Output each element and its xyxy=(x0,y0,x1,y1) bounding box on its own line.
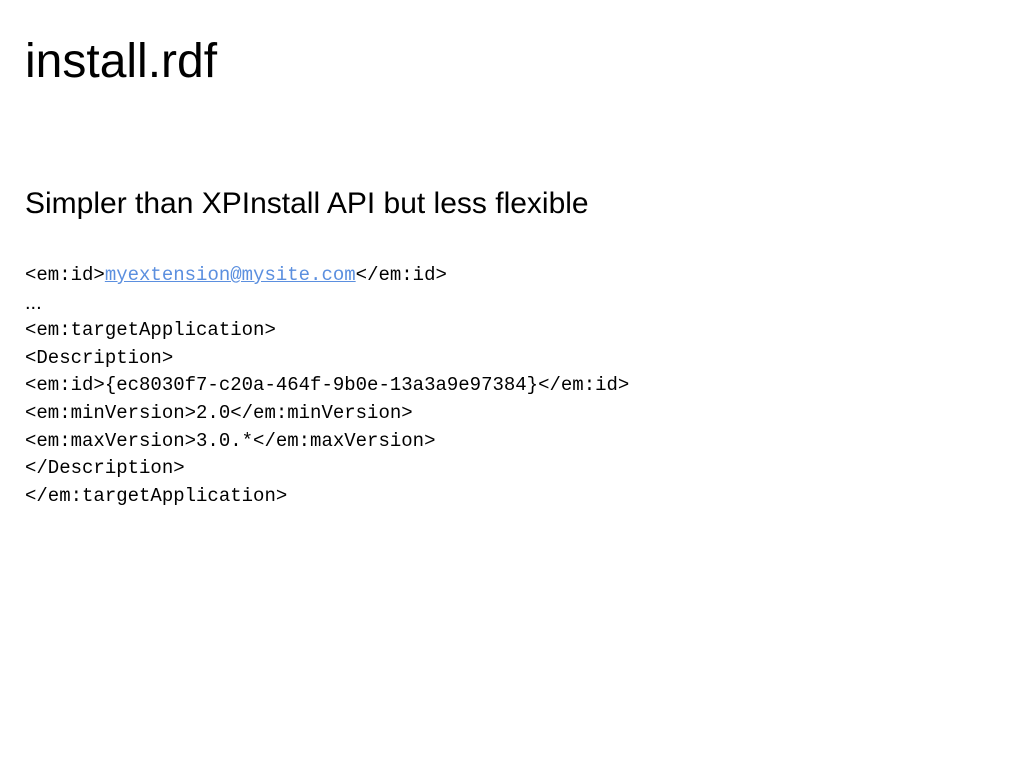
slide-subtitle: Simpler than XPInstall API but less flex… xyxy=(25,187,589,220)
code-block: <em:id>myextension@mysite.com</em:id> ..… xyxy=(25,262,629,510)
code-line-min-version: <em:minVersion>2.0</em:minVersion> xyxy=(25,401,413,424)
code-line-description-open: <Description> xyxy=(25,346,174,369)
code-id-open: <em:id> xyxy=(25,264,105,286)
extension-id-link[interactable]: myextension@mysite.com xyxy=(104,264,356,286)
code-line-description-close: </Description> xyxy=(25,457,185,480)
code-id-close: </em:id> xyxy=(355,264,447,286)
code-line-target-application-close: </em:targetApplication> xyxy=(25,484,288,507)
slide-title: install.rdf xyxy=(25,35,218,88)
code-line-max-version: <em:maxVersion>3.0.*</em:maxVersion> xyxy=(25,429,436,452)
code-line-em-id: <em:id>myextension@mysite.com</em:id> xyxy=(25,262,629,290)
code-line-target-id: <em:id>{ec8030f7-c20a-464f-9b0e-13a3a9e9… xyxy=(25,374,630,397)
code-line-target-application-open: <em:targetApplication> xyxy=(25,319,276,342)
code-line-ellipsis: ... xyxy=(25,291,42,314)
